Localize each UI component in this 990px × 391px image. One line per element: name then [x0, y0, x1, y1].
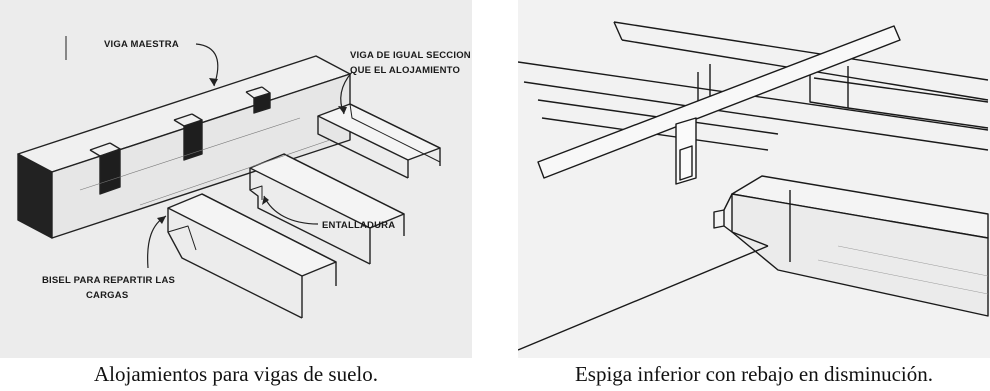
master-beam-side: [51, 73, 351, 239]
front-beam-side: [731, 193, 989, 317]
label-entalladura: ENTALLADURA: [322, 220, 395, 231]
right-illustration: [518, 0, 990, 358]
housing-3: [253, 92, 271, 114]
label-cargas: CARGAS: [86, 290, 128, 301]
left-illustration: VIGA MAESTRA VIGA DE IGUAL SECCION QUE E…: [0, 0, 472, 358]
label-viga-igual-seccion: VIGA DE IGUAL SECCION: [350, 50, 471, 61]
label-viga-maestra: VIGA MAESTRA: [104, 39, 179, 50]
diagonal-beam: [537, 25, 901, 179]
back-joist-2: [518, 61, 989, 151]
mortise: [675, 117, 697, 185]
tenon-joint-diagram: [518, 21, 989, 351]
caption-right: Espiga inferior con rebajo en disminució…: [574, 362, 934, 386]
beam-housings-diagram: VIGA MAESTRA VIGA DE IGUAL SECCION QUE E…: [17, 36, 471, 319]
caption-left: Alojamientos para vigas de suelo.: [93, 362, 378, 386]
label-que-el-alojamiento: QUE EL ALOJAMIENTO: [350, 65, 460, 76]
floor-line: [518, 245, 769, 351]
housing-1: [99, 148, 121, 195]
housing-2: [183, 119, 203, 161]
label-bisel: BISEL PARA REPARTIR LAS: [42, 275, 175, 286]
